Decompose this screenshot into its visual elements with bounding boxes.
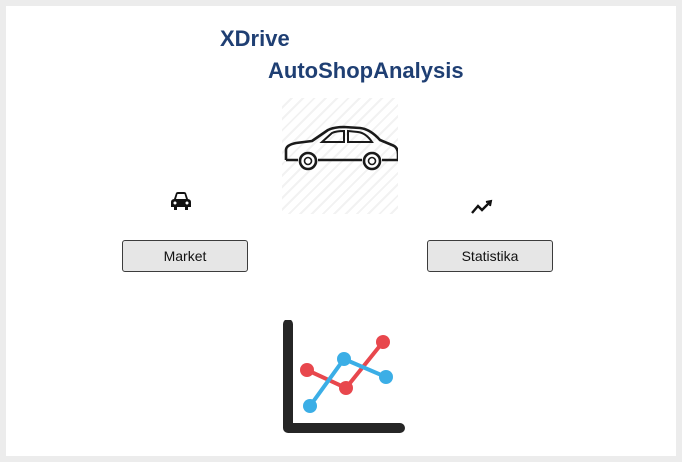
hero-car-image bbox=[282, 98, 398, 214]
car-outline-icon bbox=[284, 125, 398, 171]
trend-icon bbox=[471, 199, 493, 214]
statistika-button[interactable]: Statistika bbox=[427, 240, 553, 272]
car-front-icon bbox=[171, 192, 191, 210]
app-title: XDrive bbox=[220, 26, 290, 51]
app-subtitle: AutoShopAnalysis bbox=[268, 58, 464, 83]
market-button[interactable]: Market bbox=[122, 240, 248, 272]
main-window: XDrive AutoShopAnalysis Market Statistik… bbox=[6, 6, 676, 456]
line-chart-icon bbox=[283, 320, 405, 433]
